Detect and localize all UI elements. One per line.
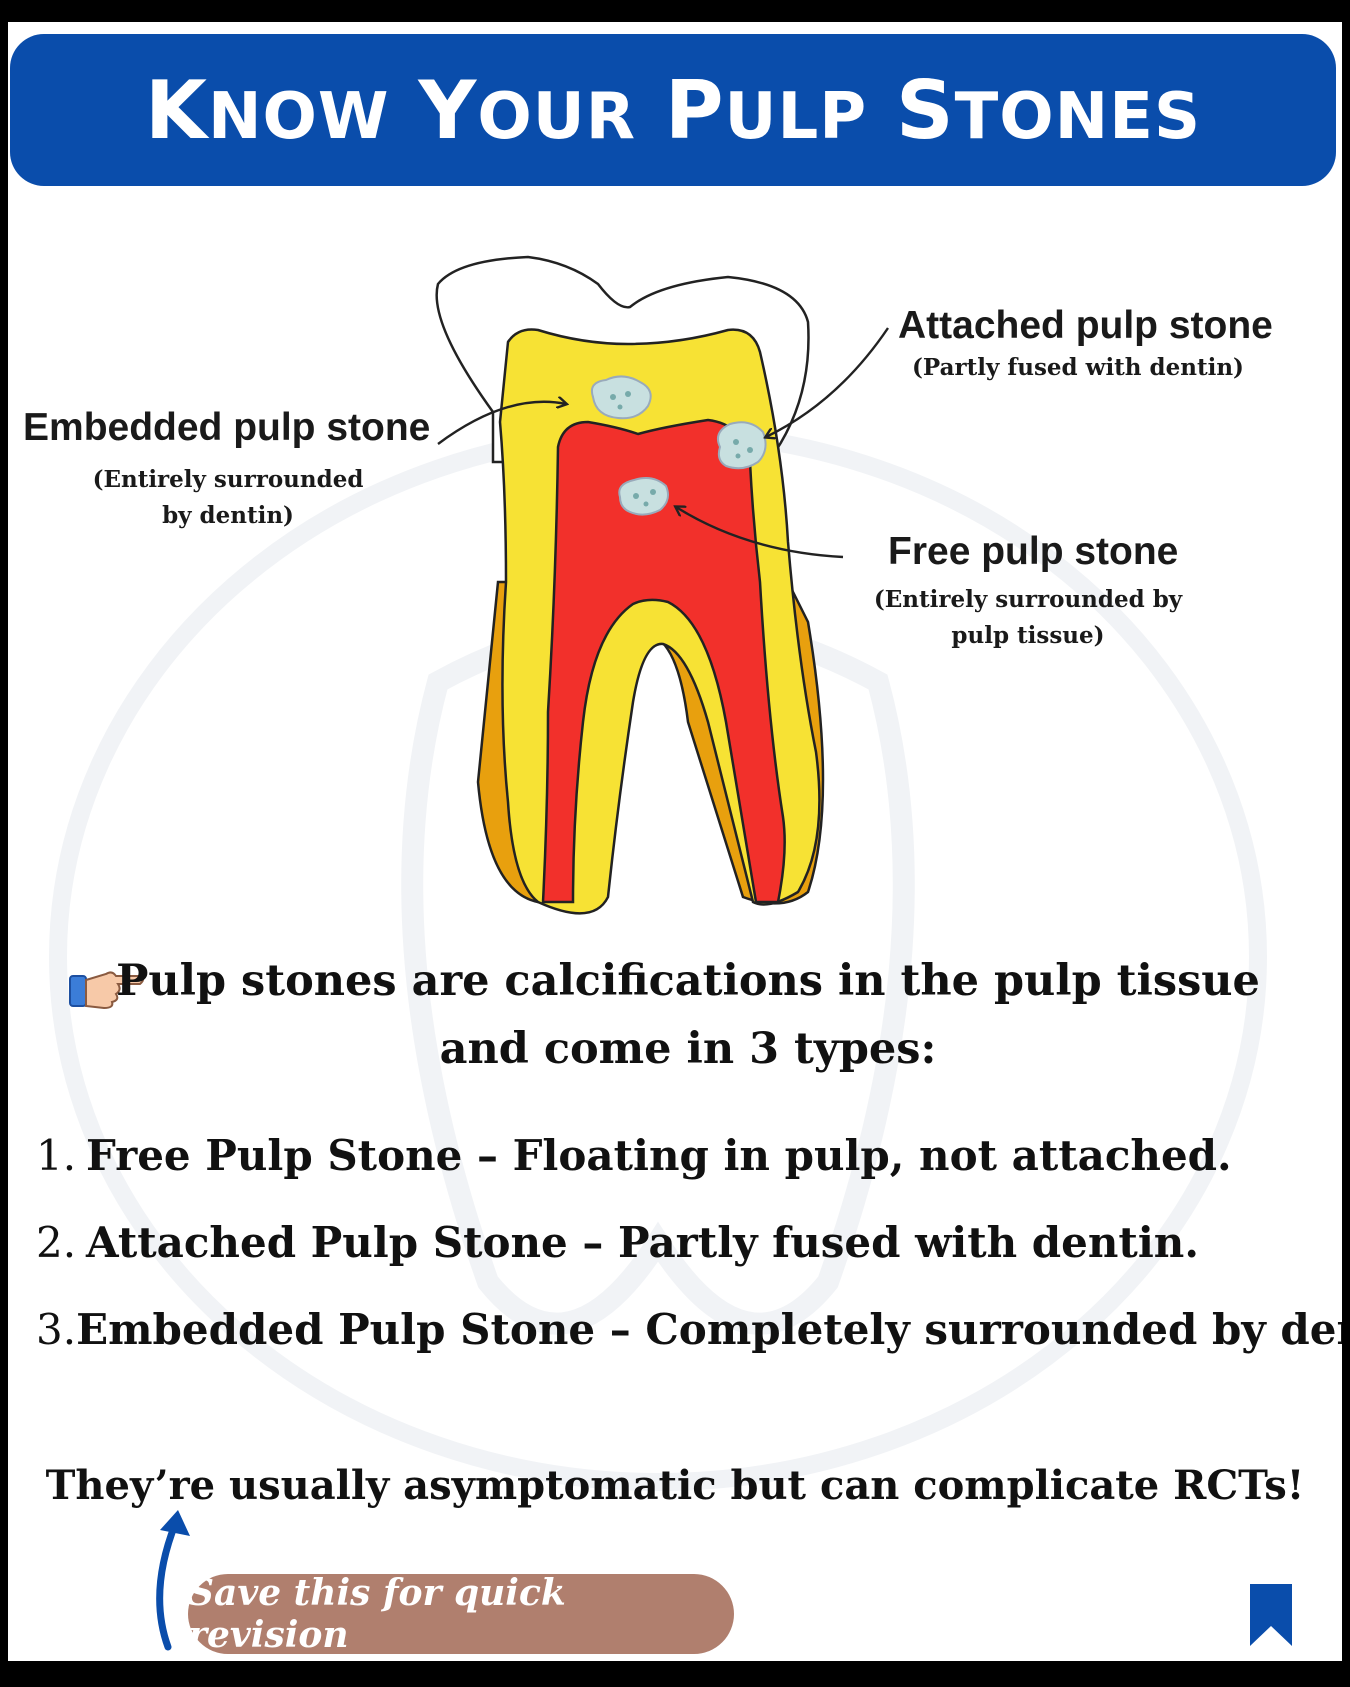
page-title: KNOW YOUR PULP STONES: [145, 64, 1201, 157]
label-embedded-sub-line: by dentin): [162, 502, 294, 529]
title-word: STONES: [895, 63, 1202, 157]
list-text: Embedded Pulp Stone – Completely surroun…: [76, 1305, 1342, 1354]
bookmark-icon[interactable]: [1246, 1582, 1296, 1648]
list-item: 2.Attached Pulp Stone – Partly fused wit…: [36, 1199, 1336, 1286]
list-number: 1.: [36, 1131, 77, 1180]
list-number: 3.: [36, 1305, 77, 1354]
list-number: 2.: [36, 1218, 77, 1267]
list-text: Attached Pulp Stone – Partly fused with …: [86, 1218, 1199, 1267]
pointing-hand-icon: [69, 971, 144, 1010]
arrow-embedded: [437, 402, 566, 445]
label-attached-sub: (Partly fused with dentin): [912, 354, 1244, 381]
pulp-stone-embedded: [590, 375, 652, 420]
label-embedded-title: Embedded pulp stone: [23, 406, 431, 449]
label-embedded-sub: (Entirely surrounded by dentin): [68, 462, 388, 534]
label-free-title: Free pulp stone: [888, 530, 1179, 573]
title-word: YOUR: [418, 63, 636, 157]
label-embedded-sub-line: (Entirely surrounded: [92, 466, 364, 493]
pulp-chamber: [541, 418, 786, 904]
intro-line: Pulp stones are calcifications in the pu…: [116, 956, 1260, 1006]
note-text: They’re usually asymptomatic but can com…: [45, 1462, 1305, 1509]
label-free-sub-line: (Entirely surrounded by: [873, 586, 1183, 613]
infographic-card: KNOW YOUR PULP STONES: [8, 22, 1342, 1661]
arrow-free: [676, 507, 844, 559]
intro-text: Pulp stones are calcifications in the pu…: [68, 947, 1308, 1083]
list-text: Free Pulp Stone – Floating in pulp, not …: [86, 1131, 1232, 1180]
label-attached-title: Attached pulp stone: [898, 304, 1273, 347]
pulp-stone-free: [618, 477, 669, 516]
save-label: Save this for quick revision: [188, 1572, 566, 1656]
intro-line: and come in 3 types:: [439, 1024, 937, 1074]
label-free-sub-line: pulp tissue): [951, 622, 1105, 649]
arrow-attached: [766, 327, 889, 437]
list-item: 3.Embedded Pulp Stone – Completely surro…: [36, 1286, 1342, 1373]
pulp-stone-attached: [717, 421, 767, 470]
tooth-diagram: [435, 255, 889, 915]
title-banner: KNOW YOUR PULP STONES: [10, 34, 1336, 186]
types-list: 1.Free Pulp Stone – Floating in pulp, no…: [36, 1112, 1342, 1373]
title-word: PULP: [664, 63, 868, 157]
curved-arrow-icon: [156, 1510, 190, 1651]
save-banner[interactable]: Save this for quick revision: [188, 1572, 734, 1656]
title-word: KNOW: [144, 63, 390, 157]
list-item: 1.Free Pulp Stone – Floating in pulp, no…: [36, 1112, 1336, 1199]
label-free-sub: (Entirely surrounded by pulp tissue): [868, 582, 1188, 654]
